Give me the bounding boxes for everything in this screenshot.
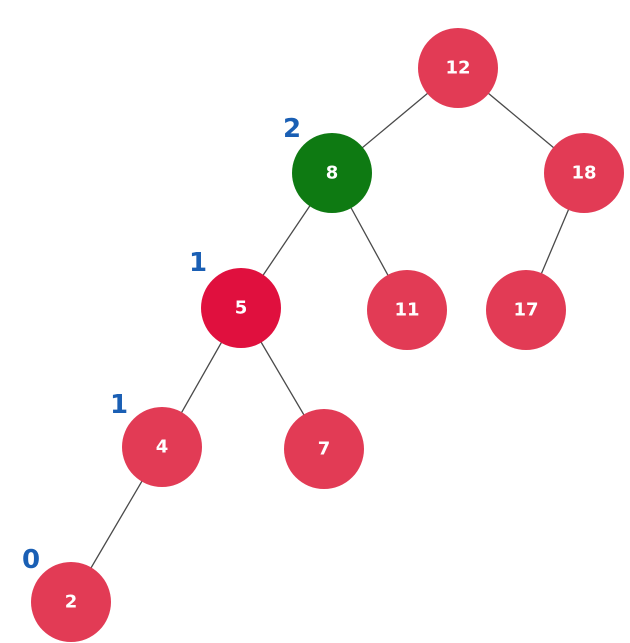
node-label: 18 [571,163,596,184]
node-circle [284,409,364,489]
node-circle [122,407,202,487]
tree-node-12: 12 [418,28,498,108]
node-label: 12 [445,58,470,79]
tree-node-8: 8 [292,133,372,213]
node-label: 8 [326,163,339,184]
balance-label-2: 0 [22,545,40,575]
node-circle [544,133,624,213]
tree-node-5: 5 [201,268,281,348]
node-label: 7 [318,439,331,460]
balance-label-4: 1 [110,390,128,420]
tree-node-2: 2 [31,562,111,642]
node-circle [367,270,447,350]
node-circle [486,270,566,350]
tree-node-17: 17 [486,270,566,350]
node-circle [201,268,281,348]
node-label: 5 [235,298,248,319]
node-label: 11 [394,300,419,321]
balance-label-5: 1 [189,248,207,278]
node-label: 2 [65,592,78,613]
tree-node-11: 11 [367,270,447,350]
tree-node-18: 18 [544,133,624,213]
balance-label-8: 2 [283,114,301,144]
node-circle [31,562,111,642]
node-circle [418,28,498,108]
node-label: 17 [513,300,538,321]
tree-node-4: 4 [122,407,202,487]
node-circle [292,133,372,213]
tree-node-7: 7 [284,409,364,489]
node-label: 4 [156,437,169,458]
balance-labels: 2 1 1 0 [22,114,301,575]
